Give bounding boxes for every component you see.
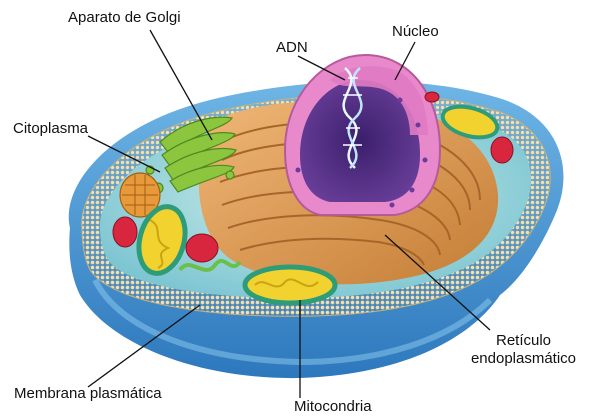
nucleus bbox=[285, 55, 440, 215]
mitochondrion-bottom bbox=[245, 267, 335, 303]
label-er: Retículo endoplasmático bbox=[456, 332, 591, 368]
label-er-line1: Retículo bbox=[456, 332, 591, 350]
label-membrane: Membrana plasmática bbox=[14, 385, 162, 403]
label-er-line2: endoplasmático bbox=[456, 350, 591, 368]
label-nucleus: Núcleo bbox=[392, 23, 439, 41]
label-mitochondria: Mitocondria bbox=[294, 398, 372, 416]
label-cytoplasm: Citoplasma bbox=[13, 120, 88, 138]
label-dna: ADN bbox=[276, 39, 308, 57]
label-golgi: Aparato de Golgi bbox=[68, 9, 181, 27]
